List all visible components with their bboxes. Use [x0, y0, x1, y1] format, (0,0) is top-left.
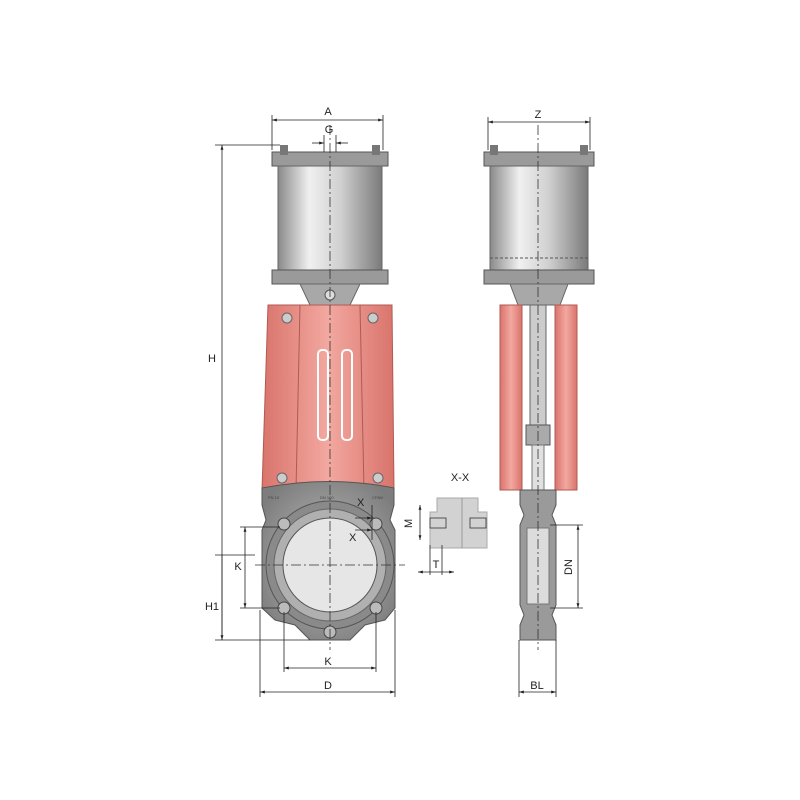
- svg-text:X: X: [349, 532, 357, 544]
- svg-text:A: A: [324, 106, 332, 118]
- svg-text:H1: H1: [205, 601, 219, 613]
- dimension-Z: Z: [487, 109, 591, 150]
- svg-text:H: H: [208, 353, 216, 365]
- dimension-K-vertical: K: [234, 526, 280, 609]
- valve-body: PN 10 DN 100 CF8M: [261, 481, 396, 641]
- svg-text:T: T: [433, 559, 440, 571]
- svg-text:Z: Z: [535, 109, 542, 121]
- section-detail: X-X M T: [403, 472, 488, 575]
- dimension-G: G: [312, 124, 348, 152]
- dimension-DN: DN: [550, 524, 583, 609]
- dimension-A: A: [271, 106, 384, 150]
- dimension-BL: BL: [518, 640, 557, 697]
- dimension-D: D: [259, 610, 396, 697]
- dimension-K-horizontal: K: [283, 612, 377, 672]
- front-view: PN 10 DN 100 CF8M: [255, 125, 405, 650]
- body-marking: PN 10: [268, 495, 280, 500]
- section-cut-marker: X X: [349, 497, 373, 544]
- body-marking: CF8M: [372, 495, 383, 500]
- body-marking: DN 100: [320, 495, 334, 500]
- svg-text:M: M: [403, 519, 415, 528]
- svg-text:K: K: [324, 656, 332, 668]
- yoke: [261, 304, 395, 491]
- dimension-H1: H1: [205, 554, 255, 640]
- svg-text:X: X: [357, 497, 365, 509]
- svg-text:DN: DN: [563, 559, 575, 575]
- svg-text:D: D: [324, 680, 332, 692]
- side-view: [483, 125, 595, 650]
- svg-text:G: G: [325, 124, 334, 136]
- svg-text:X-X: X-X: [451, 472, 470, 484]
- svg-text:BL: BL: [530, 680, 543, 692]
- svg-text:K: K: [234, 561, 242, 573]
